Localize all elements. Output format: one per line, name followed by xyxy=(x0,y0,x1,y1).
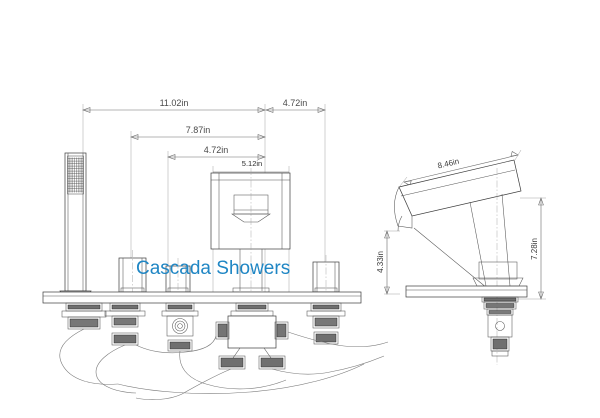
dimension-4-33in: 4.33in xyxy=(376,230,400,295)
dimension-label-7-28in: 7.28in xyxy=(530,238,539,260)
diverter-valve xyxy=(312,255,340,300)
dimension-label-4-33in: 4.33in xyxy=(376,251,385,273)
front-elevation-view: 11.02in 4.72in 7.87in 4.72in 5.12in xyxy=(42,98,389,400)
mounting-shank xyxy=(481,296,519,357)
dimension-label-11-02in: 11.02in xyxy=(160,98,189,108)
dimension-label-4-72in-top: 4.72in xyxy=(283,98,308,108)
wand-undermount xyxy=(61,302,107,330)
watermark-text: Cascada Showers xyxy=(136,258,290,279)
left-handle-undermount xyxy=(104,302,146,346)
side-elevation-view: 8.46in 7.28in 4.33in xyxy=(376,149,546,365)
diverter-undermount xyxy=(306,302,346,345)
under-deck-hardware xyxy=(61,302,346,370)
dimension-11-02in: 11.02in xyxy=(82,98,266,113)
dimension-7-28in: 7.28in xyxy=(518,197,546,300)
dimension-4-72in-top: 4.72in xyxy=(265,98,326,113)
dimension-7-87in: 7.87in xyxy=(130,125,266,140)
angled-spout-body xyxy=(394,159,522,232)
handheld-shower-wand xyxy=(59,152,92,300)
dimension-label-4-72in-mid: 4.72in xyxy=(204,145,229,155)
right-handle-undermount xyxy=(161,302,199,352)
dimension-label-5-12in: 5.12in xyxy=(242,159,262,168)
spout-undermount xyxy=(215,302,289,370)
deck-plate xyxy=(42,291,362,304)
side-deck-plate xyxy=(405,261,528,298)
waterfall-spout xyxy=(210,168,291,300)
dimension-4-72in-mid: 4.72in xyxy=(167,145,266,160)
supply-hoses xyxy=(59,328,389,400)
spray-face-perforations xyxy=(67,157,84,193)
dimension-label-7-87in: 7.87in xyxy=(186,125,211,135)
